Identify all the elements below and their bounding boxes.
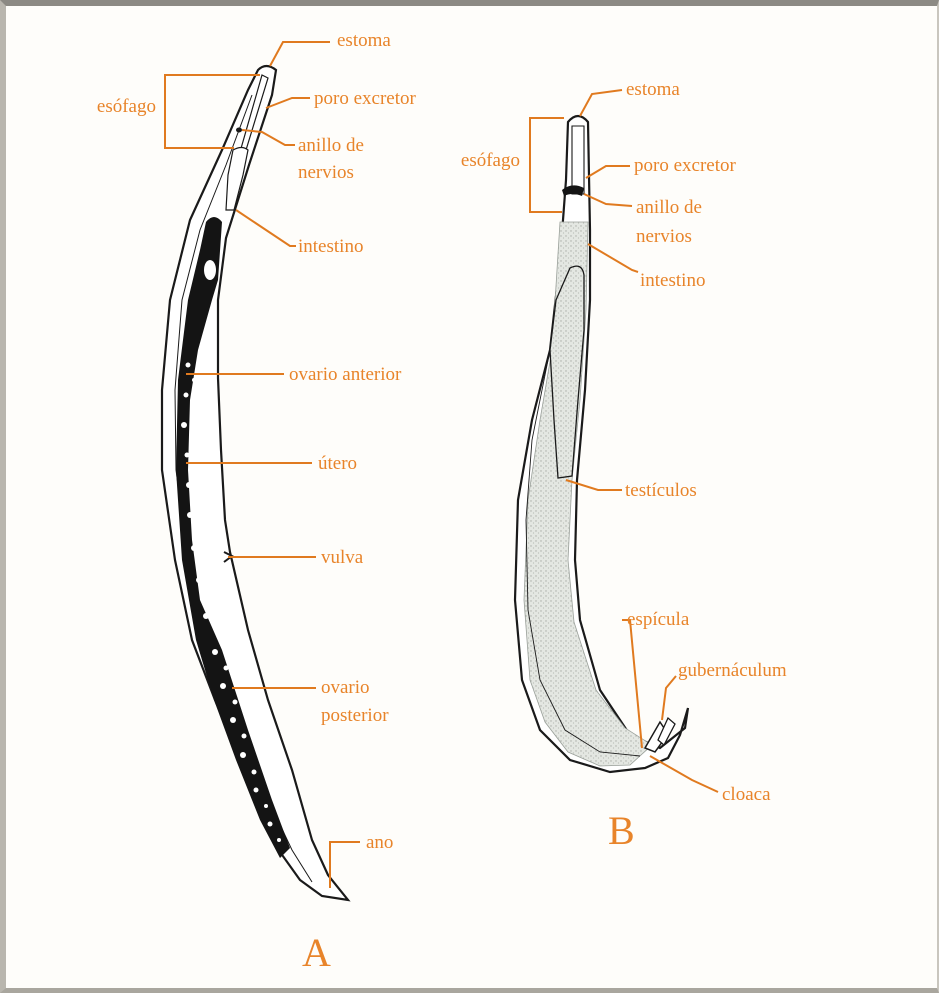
worm-b-esophagus — [572, 126, 584, 194]
leader-b-estoma — [580, 90, 622, 116]
label-a-poro-excretor: poro excretor — [314, 88, 416, 109]
leader-b-anillo — [584, 194, 632, 206]
label-b-estoma: estoma — [626, 79, 680, 100]
worm-a-nerve-ring — [236, 128, 242, 133]
leader-a-poro-excretor — [266, 98, 310, 108]
label-a-ano: ano — [366, 832, 393, 853]
label-a-utero: útero — [318, 453, 357, 474]
leader-b-esofago — [530, 118, 564, 212]
worm-a-organ-gap — [204, 260, 216, 280]
label-b-gubernaculum: gubernáculum — [678, 660, 787, 681]
label-a-ovario-post-line1: ovario — [321, 677, 370, 698]
label-a-intestino: intestino — [298, 236, 363, 257]
label-a-ovario-post-line2: posterior — [321, 705, 389, 726]
label-b-intestino: intestino — [640, 270, 705, 291]
label-a-estoma: estoma — [337, 30, 391, 51]
worm-a-labels: estoma esófago poro excretor anillo de n… — [97, 30, 417, 975]
figure-letter-a: A — [302, 930, 331, 975]
label-b-espicula: espícula — [627, 609, 690, 630]
label-a-ovario-anterior: ovario anterior — [289, 364, 402, 385]
label-b-anillo-line1: anillo de — [636, 197, 702, 218]
label-b-testiculos: testículos — [625, 480, 697, 501]
label-a-esofago: esófago — [97, 96, 156, 117]
leader-a-ano — [330, 842, 360, 888]
label-a-anillo-line1: anillo de — [298, 135, 364, 156]
leader-b-intestino — [588, 244, 638, 272]
label-b-poro-excretor: poro excretor — [634, 155, 736, 176]
leader-b-poro-excretor — [586, 166, 630, 178]
leader-b-cloaca — [650, 756, 718, 792]
leader-a-intestino — [236, 210, 296, 246]
label-b-anillo-line2: nervios — [636, 226, 692, 247]
figure-letter-b: B — [608, 808, 635, 853]
label-a-vulva: vulva — [321, 547, 364, 568]
label-a-anillo-line2: nervios — [298, 162, 354, 183]
label-b-esofago: esófago — [461, 150, 520, 171]
leader-a-estoma — [270, 42, 330, 66]
worm-a-body — [162, 66, 348, 900]
leader-b-gubernaculum — [662, 676, 676, 720]
label-b-cloaca: cloaca — [722, 784, 771, 805]
